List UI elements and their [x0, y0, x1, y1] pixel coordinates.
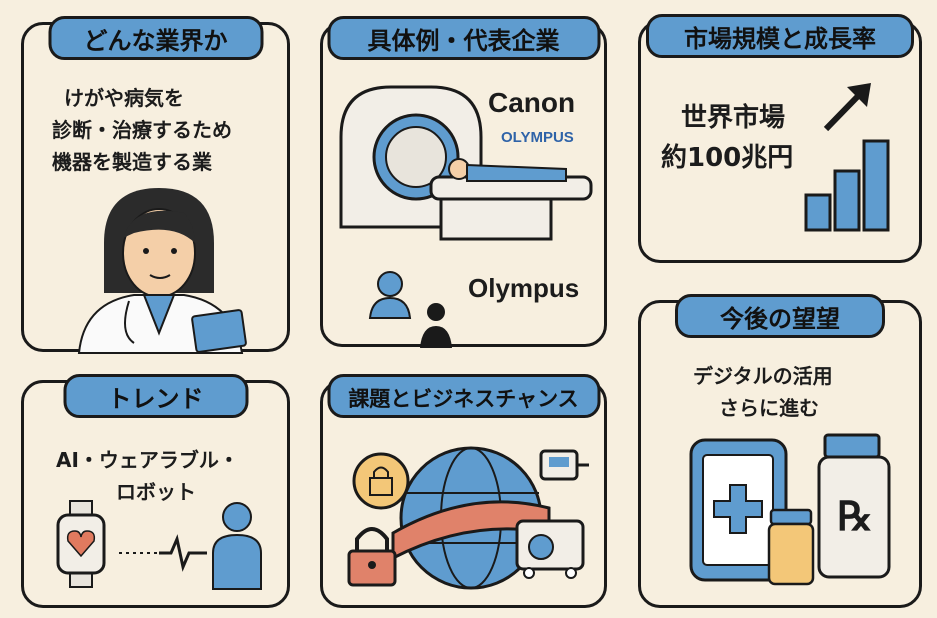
- panel-industry: どんな業界か けがや病気を 診断・治療するため 機器を製造する業: [21, 16, 290, 354]
- brand-olympus: Olympus: [468, 273, 580, 303]
- lock-icon: [347, 527, 397, 587]
- medical-device-icon: [515, 519, 585, 579]
- panel-title: どんな業界か: [48, 16, 263, 60]
- panel-title: 市場規模と成長率: [646, 14, 914, 58]
- outlook-line-2: さらに進む: [719, 396, 819, 420]
- growth-arrow-icon: [823, 83, 871, 132]
- trend-line-2: ロボット: [116, 480, 196, 504]
- market-line-2: 約100兆円: [661, 143, 794, 173]
- pill-bottle-icon: [817, 433, 891, 579]
- panel-companies: 具体例・代表企業 Canon OLYMPUS Olympus: [320, 16, 607, 348]
- rx-label: ℞: [837, 493, 873, 540]
- pulse-line-icon: [119, 534, 207, 572]
- lock-icon: [352, 452, 410, 510]
- industry-line-2: 診断・治療するため: [52, 118, 232, 142]
- brand-canon: Canon: [488, 87, 576, 118]
- person-icon: [368, 271, 452, 348]
- industry-line-3: 機器を製造する業: [52, 150, 212, 174]
- trend-line-1: AI・ウェアラブル・: [56, 448, 239, 472]
- globe-icon: [391, 446, 551, 590]
- brand-olympus-logo: OLYMPUS: [501, 129, 574, 146]
- outlook-line-1: デジタルの活用: [693, 364, 833, 388]
- panel-trend: トレンド AI・ウェアラブル・ ロボット: [21, 374, 290, 608]
- person-icon: [212, 502, 262, 590]
- pill-bottle-icon: [767, 508, 815, 586]
- panel-title: 具体例・代表企業: [327, 16, 600, 60]
- market-line-1: 世界市場: [681, 103, 786, 133]
- panel-challenges: 課題とビジネスチャンス: [320, 374, 607, 608]
- panel-title: 課題とビジネスチャンス: [327, 374, 600, 418]
- medical-device-icon: [539, 449, 589, 481]
- panel-title: 今後の望望: [675, 294, 885, 338]
- bar-chart-icon: [804, 139, 890, 232]
- smartwatch-heart-icon: [56, 500, 106, 588]
- panel-title: トレンド: [63, 374, 248, 418]
- panel-outlook: 今後の望望 デジタルの活用 さらに進む ℞: [638, 294, 922, 608]
- panel-market: 市場規模と成長率 世界市場 約100兆円: [638, 14, 922, 263]
- tablet-medical-icon: [689, 438, 788, 582]
- industry-line-1: けがや病気を: [64, 86, 184, 110]
- ct-scanner-icon: [339, 85, 593, 241]
- doctor-illustration: [77, 188, 247, 354]
